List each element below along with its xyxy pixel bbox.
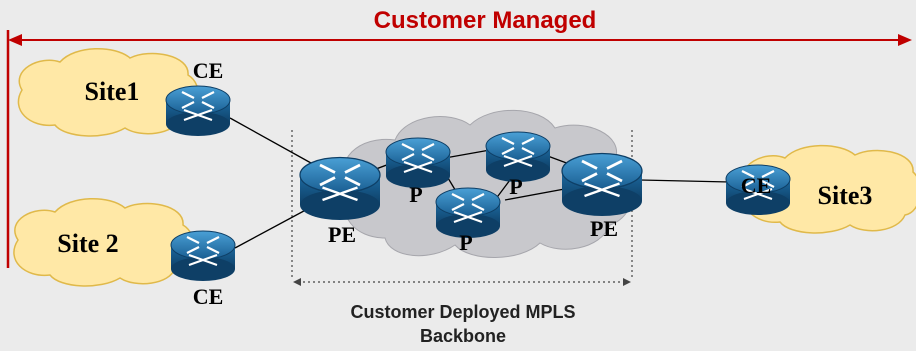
p-top-right-label: P: [509, 174, 522, 199]
pe-right-label: PE: [590, 216, 618, 241]
ce-bottom-left-label: CE: [193, 284, 224, 309]
site1-label: Site1: [85, 77, 140, 106]
ce-router-bottom-left-icon: [169, 229, 237, 283]
p-top-left-label: P: [409, 182, 422, 207]
site3-label: Site3: [818, 181, 873, 210]
p-bottom-label: P: [459, 230, 472, 255]
ce-router-top-left-icon: [164, 84, 232, 138]
pe-left-label: PE: [328, 222, 356, 247]
ce-top-left-label: CE: [193, 58, 224, 83]
ce-right-label: CE: [741, 173, 772, 198]
pe-router-right-icon: [560, 152, 644, 218]
diagram-title: Customer Managed: [374, 7, 597, 34]
customer-managed-span-arrow: [8, 34, 912, 46]
link-ce1-pe1: [229, 117, 321, 169]
site2-label: Site 2: [57, 229, 118, 258]
link-ce2-pe1: [234, 204, 316, 249]
link-p1-p2: [444, 149, 491, 159]
link-pe2-ce3: [639, 179, 731, 183]
pe-router-left-icon: [298, 156, 382, 222]
backbone-caption-line1: Customer Deployed MPLS: [350, 302, 575, 322]
site3-cloud: [741, 144, 916, 234]
link-p3-pe2: [504, 187, 571, 201]
backbone-caption-line2: Backbone: [420, 326, 506, 346]
p-router-top-left-icon: [384, 136, 452, 190]
